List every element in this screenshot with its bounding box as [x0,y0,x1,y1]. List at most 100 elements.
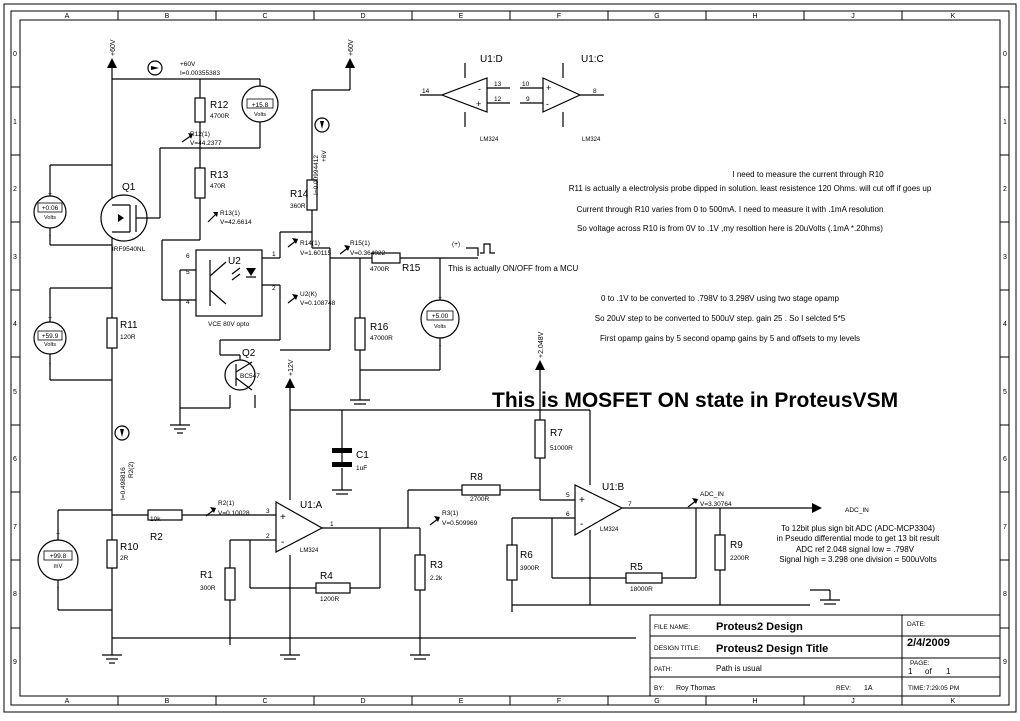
svg-text:+: + [546,83,551,93]
row-label: 7 [1003,524,1007,531]
capacitor-c1[interactable] [332,448,352,467]
rail-12v-label: +12V [288,359,295,376]
pin-numbers: 14 13 12 10 9 8 3 2 1 5 6 7 6 5 4 1 2 (+… [186,81,632,540]
resistor-r10[interactable] [106,539,118,569]
resistor-r2[interactable] [147,509,183,521]
note-line: 0 to .1V to be converted to .798V to 3.2… [601,294,839,303]
svg-text:U1:C: U1:C [581,54,604,65]
opamps: - + + - + - + - [275,77,624,553]
svg-text:FILE NAME:: FILE NAME: [654,624,690,631]
date-value: 2/4/2009 [907,637,950,649]
voltmeter-m4[interactable]: +99.8 mV + - [37,531,79,592]
svg-text:R7: R7 [550,428,563,439]
svg-text:R14(1): R14(1) [300,240,320,247]
svg-text:LM324: LM324 [600,527,619,533]
file-name-value: Proteus2 Design [716,621,803,633]
svg-text:DESIGN TITLE:: DESIGN TITLE: [654,645,700,652]
resistor-r1[interactable] [224,567,236,601]
svg-text:R2(1): R2(1) [218,500,234,507]
voltmeter-m5[interactable]: +5.00 Volts + - [420,295,460,350]
resistor-r8[interactable] [461,484,501,496]
resistor-r9[interactable] [714,534,726,571]
headline-note: This is MOSFET ON state in ProteusVSM [492,389,898,412]
svg-text:+: + [579,495,585,506]
svg-text:51000R: 51000R [550,445,573,452]
svg-text:360R: 360R [290,203,306,210]
svg-text:1A: 1A [864,685,873,692]
resistor-r16[interactable] [354,317,366,351]
note-line: Current through R10 varies from 0 to 500… [577,205,884,214]
svg-text:9: 9 [526,96,530,103]
wires [49,63,831,655]
note-line: Signal high = 3.298 one division = 500uV… [779,555,936,564]
svg-text:U1:A: U1:A [300,500,323,511]
svg-text:4: 4 [186,299,190,306]
resistor-r7[interactable] [534,419,546,459]
svg-text:R2: R2 [150,532,163,543]
opamp-u1b[interactable]: + - [574,484,624,537]
svg-text:R11: R11 [120,320,138,331]
svg-text:1: 1 [330,521,334,528]
col-label: E [459,698,464,705]
svg-text:7: 7 [628,501,632,508]
svg-text:R8: R8 [470,472,483,483]
col-label: C [262,13,267,20]
resistor-r4[interactable] [315,582,351,594]
resistor-r11[interactable] [106,317,118,349]
resistor-r3[interactable] [414,554,426,591]
power-rails: +60V +60V +12V +2.048V [107,39,545,388]
voltmeter-m3[interactable]: +59.9 Volts + - [33,315,67,368]
row-label: 5 [1003,389,1007,396]
svg-text:8: 8 [593,88,597,95]
svg-text:+60V: +60V [180,61,196,68]
svg-text:mV: mV [54,564,63,570]
resistor-r5[interactable] [625,572,663,584]
opamp-u1d[interactable]: - + [440,77,488,113]
svg-text:Q1: Q1 [122,182,136,193]
svg-text:13: 13 [494,81,502,88]
svg-text:R13(1): R13(1) [220,210,240,217]
svg-text:1: 1 [272,251,276,258]
svg-text:U2(K): U2(K) [300,291,317,298]
svg-text:5: 5 [566,492,570,499]
row-label: 3 [13,254,17,261]
opamp-u1c[interactable]: + - [542,77,582,113]
svg-text:-: - [57,585,60,592]
svg-text:REV:: REV: [836,685,851,692]
note-line: So 20uV step to be converted to 500uV st… [595,314,846,323]
row-label: 8 [1003,591,1007,598]
svg-text:+59.9: +59.9 [42,333,59,340]
col-label: D [360,13,365,20]
row-label: 0 [13,51,17,58]
svg-text:-: - [49,361,52,368]
svg-text:LM324: LM324 [480,137,499,143]
resistor-r6[interactable] [506,544,518,581]
svg-text:14: 14 [422,88,430,95]
voltmeter-m2[interactable]: +0.06 Volts + - [33,191,67,240]
svg-text:2R: 2R [120,555,129,562]
col-label: J [851,698,855,705]
resistor-r14[interactable] [306,179,318,211]
svg-text:2: 2 [266,533,270,540]
svg-text:R3(1): R3(1) [442,510,458,517]
svg-text:2200R: 2200R [730,555,749,562]
resistor-r13[interactable] [194,167,206,199]
resistor-r15[interactable] [371,252,401,264]
resistor-r12[interactable] [194,97,206,123]
svg-text:R12: R12 [210,100,229,111]
annotation-notes: I need to measure the current through R1… [448,170,940,564]
transistor-q2[interactable] [224,359,256,391]
svg-text:2: 2 [272,285,276,292]
optocoupler-u2[interactable] [195,249,263,317]
row-label: 6 [1003,456,1007,463]
svg-text:R15(1): R15(1) [350,240,370,247]
voltmeter-m1[interactable]: +15.8 Volts [241,85,279,123]
row-label: 3 [1003,254,1007,261]
col-label: E [459,13,464,20]
opamp-u1a[interactable]: + - [275,500,324,553]
row-label: 8 [13,591,17,598]
svg-text:Volts: Volts [44,342,56,348]
mosfet-q1[interactable] [100,194,148,242]
current-probe-icon [147,60,163,76]
svg-text:Q2: Q2 [242,348,256,359]
